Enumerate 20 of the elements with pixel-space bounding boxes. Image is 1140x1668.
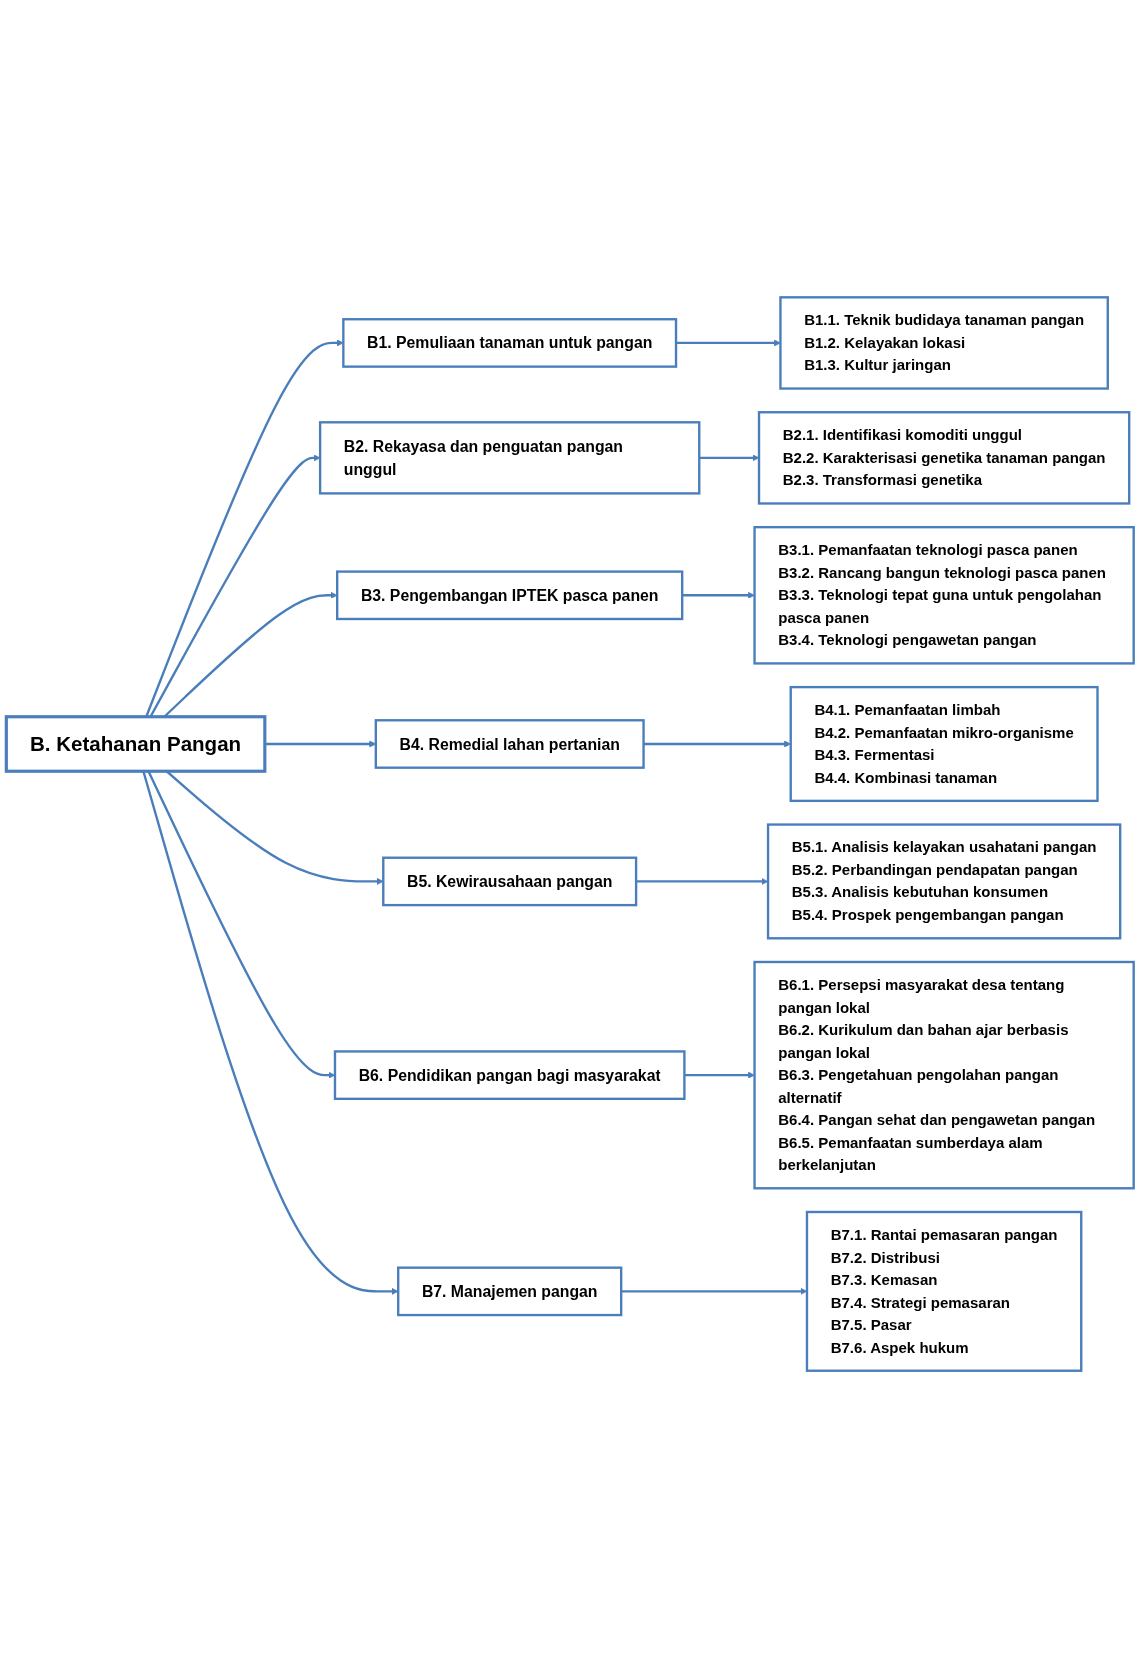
node-box: B4.1. Pemanfaatan limbah B4.2. Pemanfaatan mikro-organisme B4.3. Fermentasi B4.4. Kombinasi tanaman [789,685,1099,802]
arrow [676,339,781,347]
node-box: B. Ketahanan Pangan [4,715,267,773]
node-box: B5.1. Analisis kelayakan usahatani pangan B5.2. Perbandingan pendapatan pangan B5.3. Analisis kebutuhan konsumen B5.4. Prospek pengembangan pangan [766,823,1122,940]
node-box: B7. Manajemen pangan [397,1266,623,1317]
node-box: B3. Pengembangan IPTEK pasca panen [336,570,684,621]
arrow [636,877,769,885]
node-box: B5. Kewirausahaan pangan [382,856,638,907]
arrow [699,454,760,462]
node-box: B4. Remedial lahan pertanian [374,719,645,769]
node-box: B2. Rekayasa dan penguatan pangan unggul [318,421,701,495]
node-box: B6.1. Persepsi masyarakat desa tentang pangan lokal B6.2. Kurikulum dan bahan ajar berbasis pangan lokal B6.3. Pengetahuan pengolahan pangan alternatif B6.4. Pangan sehat dan pengawetan pangan B6.5. Pemanfaatan sumberdaya alam berkelanjutan [753,960,1135,1190]
arrow [684,1071,755,1079]
node-box: B3.1. Pemanfaatan teknologi pasca panen B3.2. Rancang bangun teknologi pasca panen B3.3. Teknologi tepat guna untuk pengolahan pasca panen B3.4. Teknologi pengawetan pangan [753,525,1135,665]
node-box: B1.1. Teknik budidaya tanaman pangan B1.2. Kelayakan lokasi B1.3. Kultur jaringan [779,296,1109,390]
arrow [682,591,755,599]
node-box: B7.1. Rantai pemasaran pangan B7.2. Distribusi B7.3. Kemasan B7.4. Strategi pemasaran B7.5. Pasar B7.6. Aspek hukum [805,1210,1083,1372]
node-box: B2.1. Identifikasi komoditi unggul B2.2. Karakterisasi genetika tanaman pangan B2.3. Transformasi genetika [757,411,1131,505]
node-box: B6. Pendidikan pangan bagi masyarakat [333,1050,686,1100]
node-box: B1. Pemuliaan tanaman untuk pangan [342,318,678,368]
